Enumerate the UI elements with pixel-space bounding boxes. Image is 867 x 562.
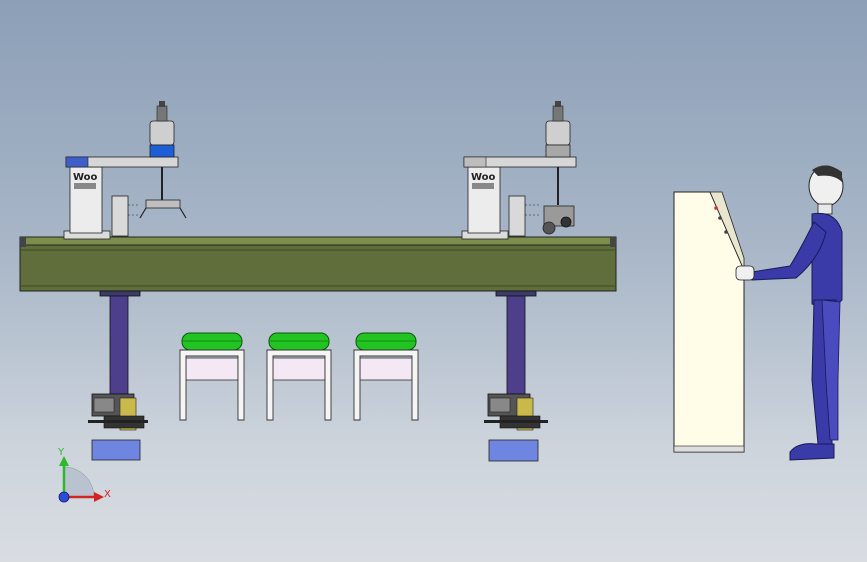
column-top-plate	[495, 290, 537, 297]
motor-housing	[93, 397, 115, 413]
table-beam[interactable]	[19, 236, 617, 292]
support-column-right[interactable]	[484, 290, 548, 462]
operator-feet	[789, 443, 835, 461]
cable-connector	[555, 101, 561, 107]
scara-robot-left[interactable]: Woo	[63, 101, 187, 240]
z-axis-motor-top	[545, 120, 571, 146]
z-axis-motor	[545, 144, 571, 158]
x-axis-arrowhead	[94, 492, 104, 502]
roller-bracket	[185, 357, 239, 381]
roller-stand-1[interactable]	[179, 332, 245, 421]
gripper-fingers	[139, 207, 187, 219]
x-axis-label: X	[104, 489, 111, 500]
operator-leg-back	[821, 299, 841, 441]
z-axis-origin	[58, 491, 70, 503]
robot-label-plate	[472, 183, 494, 189]
roller	[355, 332, 417, 351]
motor-housing	[489, 397, 511, 413]
robot-label-plate	[74, 183, 96, 189]
z-axis-motor	[149, 144, 175, 158]
beam-end-cap-right	[610, 237, 616, 247]
z-axis-cap	[156, 105, 168, 122]
operator-figure	[735, 165, 844, 461]
caster-plate	[88, 420, 148, 423]
tool-wheel	[542, 221, 556, 235]
operator-neck	[817, 203, 833, 215]
robot-base-body	[467, 166, 501, 234]
triad-quarter-disc	[63, 466, 95, 498]
y-axis-label: Y	[57, 447, 65, 458]
control-cabinet[interactable]	[673, 191, 745, 453]
caster-plate	[484, 420, 548, 423]
beam-face	[19, 244, 617, 292]
cable-guide	[508, 195, 526, 237]
indicator-light	[714, 206, 718, 210]
operator-hair	[812, 165, 842, 182]
robot-joint-cover	[463, 156, 487, 168]
operator-hand	[735, 265, 755, 281]
control-knob	[724, 230, 728, 234]
roller	[268, 332, 330, 351]
tool-wheel	[560, 216, 572, 228]
operator-arm	[751, 221, 827, 281]
roller-bracket	[272, 357, 326, 381]
cable-guide	[111, 195, 129, 237]
control-knob	[718, 216, 722, 220]
robot-badge: Woo	[73, 172, 98, 183]
roller-frame	[266, 349, 332, 421]
roller-frame	[353, 349, 419, 421]
gripper-plate	[145, 199, 181, 209]
robot-base-body	[69, 166, 103, 234]
cable-connector	[159, 101, 165, 107]
column-top-plate	[99, 290, 141, 297]
foot-pad-left	[91, 439, 141, 461]
scara-robot-right[interactable]: Woo	[461, 101, 577, 240]
roller-bracket	[359, 357, 413, 381]
support-column-left[interactable]	[88, 290, 148, 461]
roller	[181, 332, 243, 351]
foot-pad-right	[488, 439, 539, 462]
cabinet-plinth	[673, 445, 745, 453]
roller-stand-2[interactable]	[266, 332, 332, 421]
beam-end-cap-left	[20, 237, 26, 247]
column-post	[109, 295, 129, 395]
robot-joint-cover	[65, 156, 89, 168]
cabinet-body	[673, 191, 745, 453]
roller-frame	[179, 349, 245, 421]
robot-badge: Woo	[471, 172, 496, 183]
coordinate-triad: Y X	[57, 447, 111, 503]
roller-stand-3[interactable]	[353, 332, 419, 421]
column-post	[506, 295, 526, 395]
y-axis-arrowhead	[59, 456, 69, 466]
z-axis-cap	[552, 105, 564, 122]
z-axis-motor-top	[149, 120, 175, 146]
